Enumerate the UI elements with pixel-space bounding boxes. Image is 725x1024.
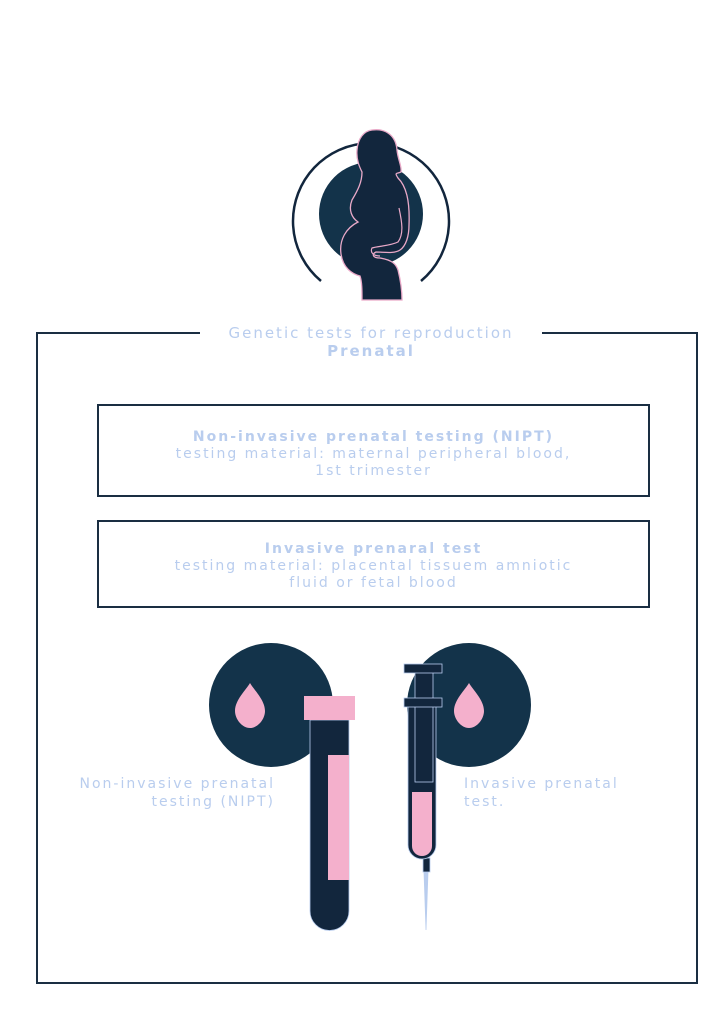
nipt-title: Non-invasive prenatal testing (NIPT) bbox=[192, 429, 555, 445]
test-box-nipt bbox=[97, 404, 650, 497]
arm-line bbox=[370, 207, 403, 257]
left-label-line1: Non-invasive prenatal bbox=[79, 776, 275, 792]
blood-drop-icon bbox=[235, 683, 265, 728]
pregnant-woman-icon bbox=[340, 129, 410, 301]
test-tube-icon bbox=[304, 696, 355, 931]
left-label-line2: testing (NIPT) bbox=[151, 794, 275, 810]
test-box-invasive bbox=[97, 520, 650, 608]
header-title: Genetic tests for reproduction bbox=[228, 324, 514, 342]
syringe-icon bbox=[403, 663, 443, 931]
header-subtitle: Prenatal bbox=[327, 342, 415, 360]
left-circle bbox=[209, 643, 333, 767]
frame-border bbox=[36, 332, 698, 984]
invasive-title: Invasive prenaral test bbox=[264, 541, 483, 557]
nipt-line2: 1st trimester bbox=[315, 463, 432, 479]
right-label-line2: test. bbox=[464, 794, 506, 810]
blood-drop-icon bbox=[454, 683, 484, 728]
invasive-line2: fluid or fetal blood bbox=[289, 575, 458, 591]
invasive-line1: testing material: placental tissuem amni… bbox=[174, 558, 573, 574]
right-label-line1: Invasive prenatal bbox=[464, 776, 619, 792]
nipt-line1: testing material: maternal peripheral bl… bbox=[175, 446, 572, 462]
